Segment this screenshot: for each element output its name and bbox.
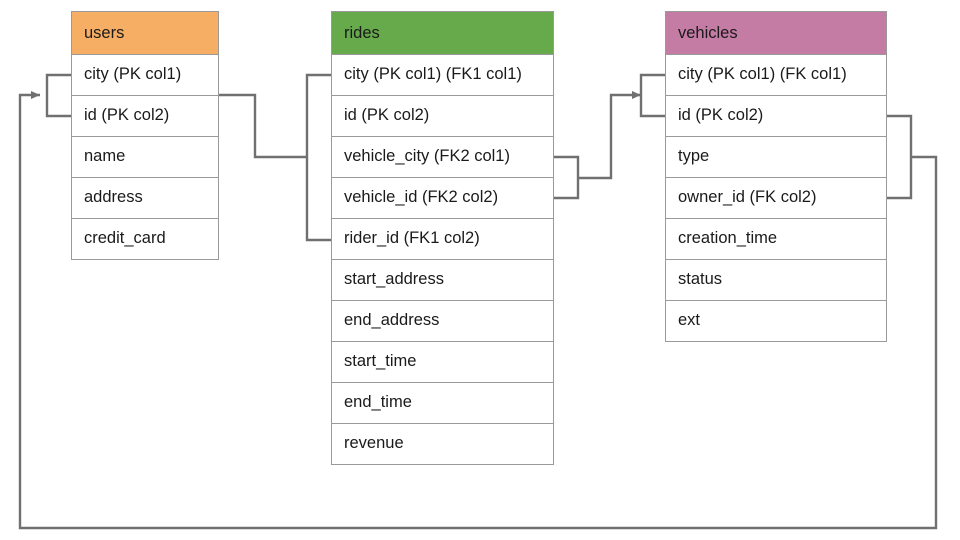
entity-users-column-city[interactable]: city (PK col1) [71, 55, 219, 96]
entity-users-column-credit-card[interactable]: credit_card [71, 219, 219, 260]
entity-users-title: users [71, 11, 219, 55]
entity-rides-column-city[interactable]: city (PK col1) (FK1 col1) [331, 55, 554, 96]
entity-rides-column-rider-id[interactable]: rider_id (FK1 col2) [331, 219, 554, 260]
rides-fk2-bracket [554, 155, 580, 200]
entity-vehicles[interactable]: vehicles city (PK col1) (FK col1) id (PK… [665, 11, 887, 342]
entity-vehicles-column-creation-time[interactable]: creation_time [665, 219, 887, 260]
entity-rides-column-start-address[interactable]: start_address [331, 260, 554, 301]
entity-vehicles-column-city[interactable]: city (PK col1) (FK col1) [665, 55, 887, 96]
entity-rides-column-vehicle-id[interactable]: vehicle_id (FK2 col2) [331, 178, 554, 219]
entity-users-column-id[interactable]: id (PK col2) [71, 96, 219, 137]
fk2-connector-rides-to-vehicles [578, 91, 641, 180]
entity-vehicles-column-ext[interactable]: ext [665, 301, 887, 342]
entity-vehicles-column-type[interactable]: type [665, 137, 887, 178]
entity-rides-column-id[interactable]: id (PK col2) [331, 96, 554, 137]
entity-rides-column-vehicle-city[interactable]: vehicle_city (FK2 col1) [331, 137, 554, 178]
rides-fk1-bracket [305, 73, 331, 242]
entity-users[interactable]: users city (PK col1) id (PK col2) name a… [71, 11, 219, 260]
entity-rides[interactable]: rides city (PK col1) (FK1 col1) id (PK c… [331, 11, 554, 465]
entity-rides-column-end-time[interactable]: end_time [331, 383, 554, 424]
entity-rides-column-end-address[interactable]: end_address [331, 301, 554, 342]
entity-rides-column-start-time[interactable]: start_time [331, 342, 554, 383]
users-pk-bracket [45, 73, 71, 118]
entity-vehicles-title: vehicles [665, 11, 887, 55]
entity-rides-title: rides [331, 11, 554, 55]
entity-users-column-address[interactable]: address [71, 178, 219, 219]
entity-rides-column-revenue[interactable]: revenue [331, 424, 554, 465]
entity-vehicles-column-status[interactable]: status [665, 260, 887, 301]
vehicles-pk-bracket [639, 73, 665, 118]
entity-users-column-name[interactable]: name [71, 137, 219, 178]
vehicles-fk-bracket [887, 114, 913, 200]
entity-vehicles-column-owner-id[interactable]: owner_id (FK col2) [665, 178, 887, 219]
entity-vehicles-column-id[interactable]: id (PK col2) [665, 96, 887, 137]
